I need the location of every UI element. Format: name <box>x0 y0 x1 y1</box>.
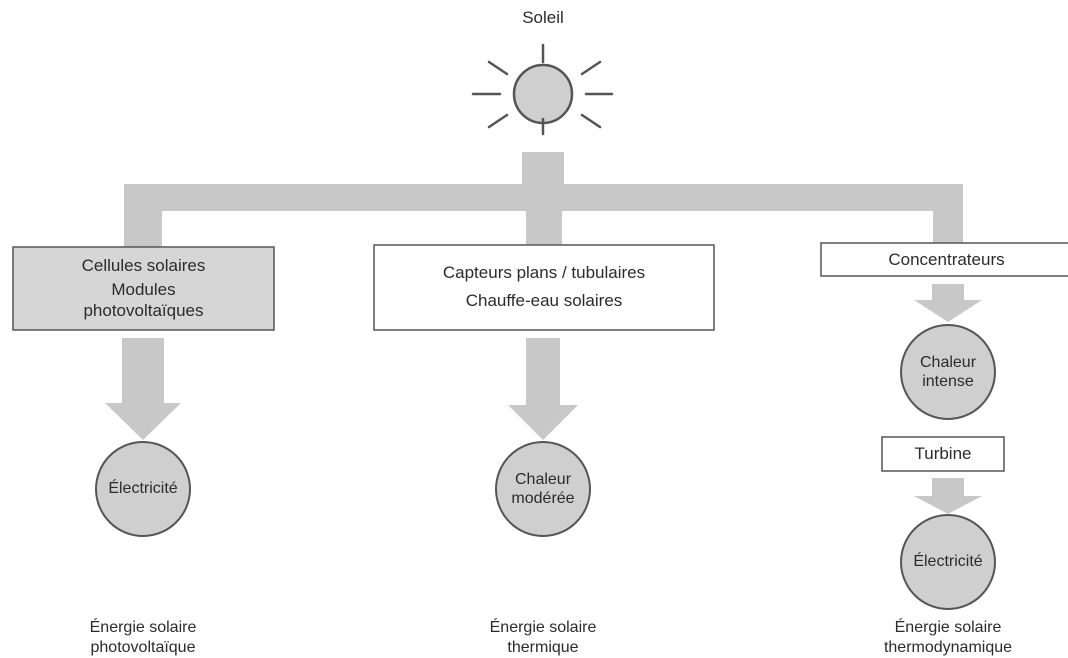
down-arrow <box>508 338 578 440</box>
box-line: Chauffe-eau solaires <box>465 291 623 311</box>
photovoltaic-box-text: Cellules solaires Modules photovoltaïque… <box>13 256 274 321</box>
circle-line: intense <box>922 373 974 391</box>
photovoltaic-caption: Énergie solaire photovoltaïque <box>43 618 243 658</box>
caption-line: Énergie solaire <box>489 619 597 636</box>
down-arrow <box>105 338 181 440</box>
caption-line: Énergie solaire <box>894 619 1002 636</box>
caption-line: photovoltaïque <box>90 639 196 656</box>
turbine-box <box>881 436 1005 472</box>
caption-line: thermodynamique <box>883 639 1013 656</box>
box-line: Cellules solaires <box>81 256 206 275</box>
thermodynamic-caption: Énergie solaire thermodynamique <box>858 618 1038 658</box>
electricity-label: Électricité <box>913 553 983 570</box>
electricity-circle <box>900 514 996 610</box>
down-arrow <box>914 478 982 514</box>
box-line: Capteurs plans / tubulaires <box>442 263 646 282</box>
caption-line: Énergie solaire <box>89 619 197 636</box>
concentrators-box <box>820 242 1068 277</box>
circle-line: Chaleur <box>919 354 977 371</box>
turbine-label: Turbine <box>914 444 972 463</box>
circle-line: Chaleur <box>514 471 572 488</box>
electricity-label: Électricité <box>108 480 178 497</box>
photovoltaic-box <box>12 246 275 331</box>
electricity-circle <box>95 441 191 537</box>
moderate-heat-circle <box>495 441 591 537</box>
intense-heat-label: Chaleur intense <box>898 353 998 391</box>
intense-heat-circle <box>900 324 996 420</box>
caption-line: thermique <box>507 639 579 656</box>
thermal-caption: Énergie solaire thermique <box>443 618 643 658</box>
moderate-heat-label: Chaleur modérée <box>493 470 593 508</box>
circle-line: modérée <box>511 490 575 508</box>
distribution-connector <box>124 152 963 248</box>
down-arrow <box>914 284 982 322</box>
sun-icon <box>471 43 614 136</box>
concentrators-label: Concentrateurs <box>888 250 1005 269</box>
thermal-collectors-box <box>373 244 715 331</box>
thermal-collectors-box-text: Capteurs plans / tubulaires Chauffe-eau … <box>374 263 714 312</box>
box-line: photovoltaïques <box>83 300 204 320</box>
sun-label: Soleil <box>522 8 564 27</box>
box-line: Modules <box>111 280 176 300</box>
